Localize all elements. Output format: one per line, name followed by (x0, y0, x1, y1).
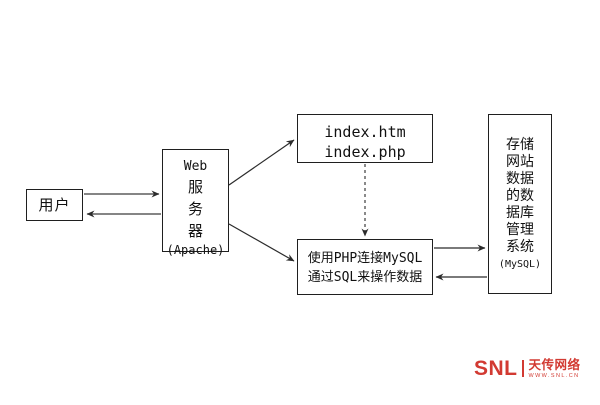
snl-logo-divider (521, 360, 524, 377)
node-web-server-line: (Apache) (166, 243, 225, 257)
node-database-line: (MySQL) (498, 259, 542, 270)
node-web-server-line: 器 (187, 222, 203, 240)
node-index-files-line: index.htm (324, 123, 406, 141)
node-database-line: 的数 (506, 188, 534, 204)
snl-logo-tagline: WWW.SNL.CN (528, 372, 580, 379)
arrow-webserver-to-phpmysql (228, 223, 295, 262)
node-web-server-line: Web (183, 159, 208, 174)
node-php-mysql-line: 使用PHP连接MySQL (307, 251, 423, 266)
node-database-line: 系统 (506, 239, 534, 255)
snl-logo-wordmark: SNL (474, 357, 518, 380)
node-database-line: 数据 (506, 171, 534, 187)
node-user-label: 用户 (38, 195, 71, 214)
node-web-server-line: 务 (187, 200, 203, 218)
node-php-mysql-line: 通过SQL来操作数据 (307, 270, 423, 285)
node-index-files: index.htm index.php (297, 114, 433, 163)
node-user: 用户 (26, 189, 83, 221)
node-database-line: 据库 (506, 205, 534, 221)
node-database-line: 网站 (506, 154, 534, 170)
node-database-line: 管理 (506, 222, 534, 238)
node-web-server: Web 服 务 器 (Apache) (162, 149, 229, 257)
node-web-server-line: 服 (187, 178, 203, 196)
node-php-mysql: 使用PHP连接MySQL 通过SQL来操作数据 (297, 239, 433, 295)
node-database-line: 存储 (506, 137, 534, 153)
node-index-files-line: index.php (324, 143, 406, 161)
arrow-webserver-to-indexfiles (228, 139, 295, 186)
snl-logo-brand-name: 天传网络 (528, 357, 581, 372)
node-database: 存储 网站 数据 的数 据库 管理 系统 (MySQL) (488, 114, 552, 294)
snl-logo: SNL 天传网络 WWW.SNL.CN (474, 358, 581, 379)
